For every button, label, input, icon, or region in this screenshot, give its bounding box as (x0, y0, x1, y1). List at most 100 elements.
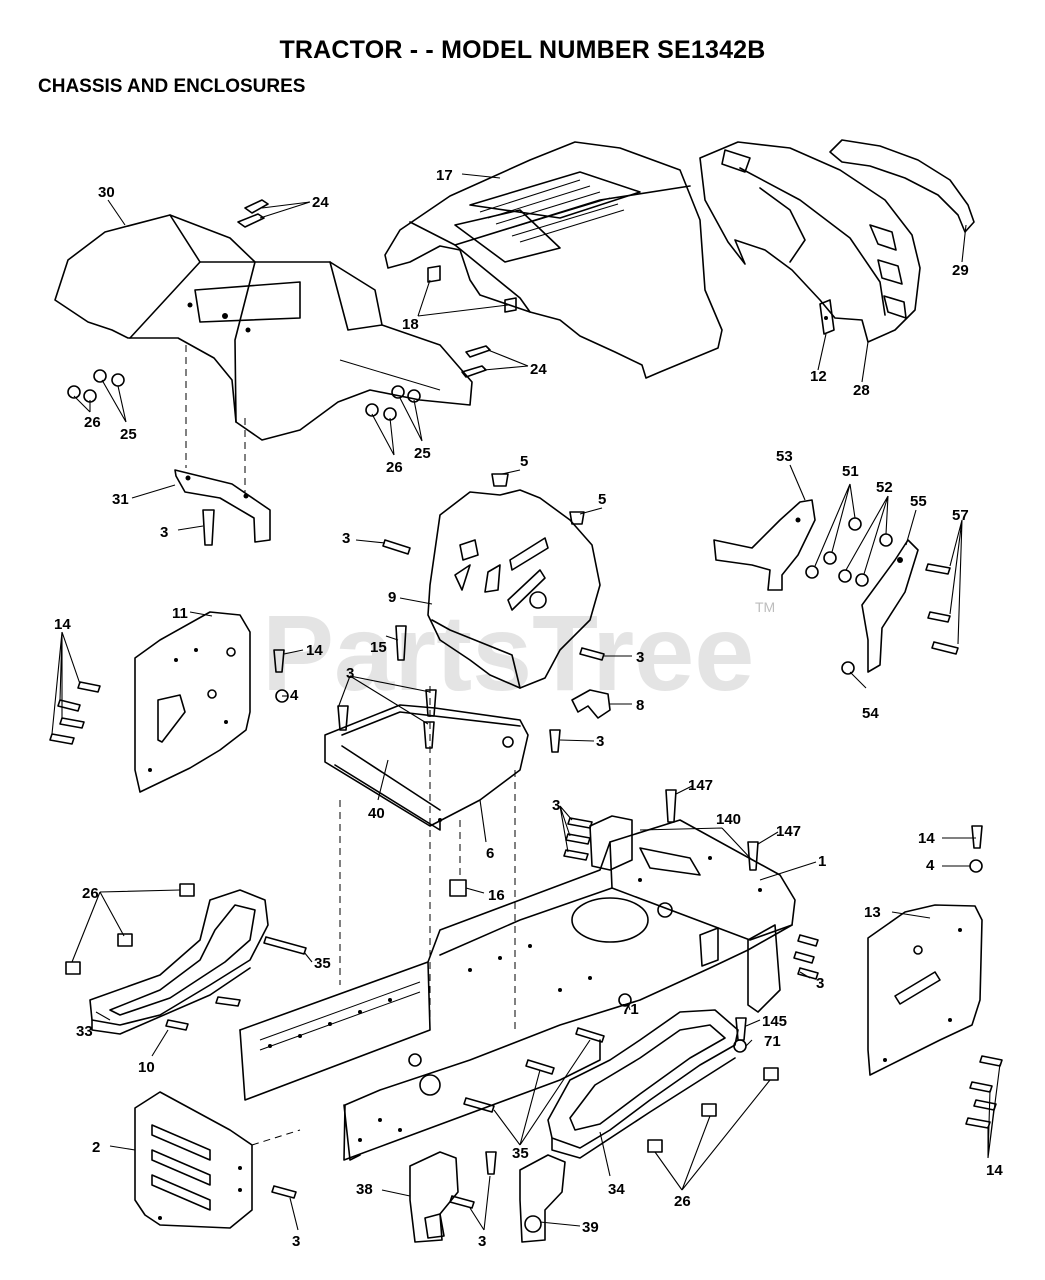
part-front-axle-bracket (747, 924, 819, 1013)
callout-35-a: 35 (314, 955, 331, 972)
callout-25-a: 25 (120, 426, 137, 443)
callout-3-h: 3 (292, 1233, 300, 1250)
part-hood-trim (829, 139, 975, 233)
part-rear-fender (54, 214, 473, 441)
callout-35-b: 35 (512, 1145, 529, 1162)
callout-10: 10 (138, 1059, 155, 1076)
part-side-panel-right (867, 904, 983, 1076)
page-title: TRACTOR - - MODEL NUMBER SE1342B (279, 36, 766, 64)
callout-6: 6 (486, 845, 494, 862)
callout-16: 16 (488, 887, 505, 904)
callout-53: 53 (776, 448, 793, 465)
section-title: CHASSIS AND ENCLOSURES (38, 76, 306, 97)
leader-lines (51, 173, 1001, 1231)
part-plate-55 (861, 539, 919, 673)
callout-71-b: 71 (764, 1033, 781, 1050)
callout-3-a: 3 (160, 524, 168, 541)
callout-3-d: 3 (636, 649, 644, 666)
part-nuts-washers-left (67, 369, 125, 403)
callout-5-b: 5 (598, 491, 606, 508)
callout-147-b: 147 (776, 823, 801, 840)
callout-14-b: 14 (306, 642, 323, 659)
callout-25-b: 25 (414, 445, 431, 462)
callout-57: 57 (952, 507, 969, 524)
watermark-tm: TM (755, 599, 775, 615)
callout-26-c: 26 (82, 885, 99, 902)
watermark: PartsTree (262, 592, 754, 713)
callout-39: 39 (582, 1219, 599, 1236)
part-bracket-38 (409, 1151, 459, 1243)
callout-26-b: 26 (386, 459, 403, 476)
part-dash-panel (427, 489, 601, 689)
part-bolt-3-c (579, 647, 605, 661)
part-support-53 (713, 499, 816, 591)
callout-4-b: 4 (926, 857, 935, 874)
callout-14-a: 14 (54, 616, 71, 633)
callout-2: 2 (92, 1139, 100, 1156)
part-footrest-right (547, 1009, 739, 1159)
part-bolt-3-a (202, 509, 215, 546)
callout-145: 145 (762, 1013, 787, 1030)
callout-28: 28 (853, 382, 870, 399)
callout-3-e: 3 (596, 733, 604, 750)
callout-1: 1 (818, 853, 826, 870)
part-bolt-14-right-top (971, 825, 983, 849)
callout-4-a: 4 (290, 687, 299, 704)
part-bolt-15 (395, 625, 407, 661)
part-nuts-26-left (65, 883, 195, 975)
part-washer-4-right (969, 859, 983, 873)
part-clip-8 (571, 689, 611, 719)
part-bolt-3-e (215, 996, 241, 1007)
callout-33: 33 (76, 1023, 93, 1040)
part-bolts-3-plate (337, 689, 437, 749)
part-bolt-3-f (271, 1185, 297, 1199)
callout-147-a: 147 (688, 777, 713, 794)
callout-24-a: 24 (312, 194, 329, 211)
part-bolt-10 (165, 1019, 189, 1031)
part-bolt-14-mid (273, 649, 285, 673)
part-nuts-26-right (647, 1067, 779, 1153)
part-bolt-3-g (449, 1151, 497, 1209)
callout-55: 55 (910, 493, 927, 510)
part-nut-54 (841, 661, 855, 675)
part-footrest-left (89, 889, 269, 1035)
callout-26-d: 26 (674, 1193, 691, 1210)
callout-29: 29 (952, 262, 969, 279)
callout-8: 8 (636, 697, 644, 714)
callout-3-b: 3 (342, 530, 350, 547)
part-bolt-147-b (747, 841, 759, 871)
part-bolts-57 (925, 563, 959, 655)
part-side-panel-left (134, 611, 251, 793)
callout-12: 12 (810, 368, 827, 385)
part-hood (384, 141, 723, 379)
callout-24-b: 24 (530, 361, 547, 378)
part-main-frame (239, 815, 796, 1161)
callout-15: 15 (370, 639, 387, 656)
part-bracket-39 (519, 1154, 566, 1243)
callout-3-g: 3 (816, 975, 824, 992)
callout-54: 54 (862, 705, 879, 722)
callout-3-i: 3 (478, 1233, 486, 1250)
callout-13: 13 (864, 904, 881, 921)
part-bolt-145 (733, 1017, 747, 1053)
part-bolt-3-b (382, 539, 411, 555)
part-bracket-31 (174, 469, 271, 543)
callout-71-a: 71 (622, 1001, 639, 1018)
part-bolts-3-frame (563, 817, 593, 861)
part-bolts-35-right (463, 1027, 605, 1113)
part-bolt-3-d (549, 729, 561, 753)
callout-14-d: 14 (986, 1162, 1003, 1179)
callout-labels: 30 24 17 18 24 29 12 28 26 25 26 25 31 3… (54, 167, 1003, 1250)
callout-18: 18 (402, 316, 419, 333)
callout-52: 52 (876, 479, 893, 496)
callout-51: 51 (842, 463, 859, 480)
part-plate-6 (324, 704, 529, 831)
callout-11: 11 (172, 605, 188, 622)
part-spacer-71 (618, 993, 632, 1007)
callout-3-c: 3 (346, 665, 354, 682)
part-grille-nose (699, 141, 921, 343)
part-grommet-5-a (491, 473, 509, 487)
callout-40: 40 (368, 805, 385, 822)
callout-26-a: 26 (84, 414, 101, 431)
